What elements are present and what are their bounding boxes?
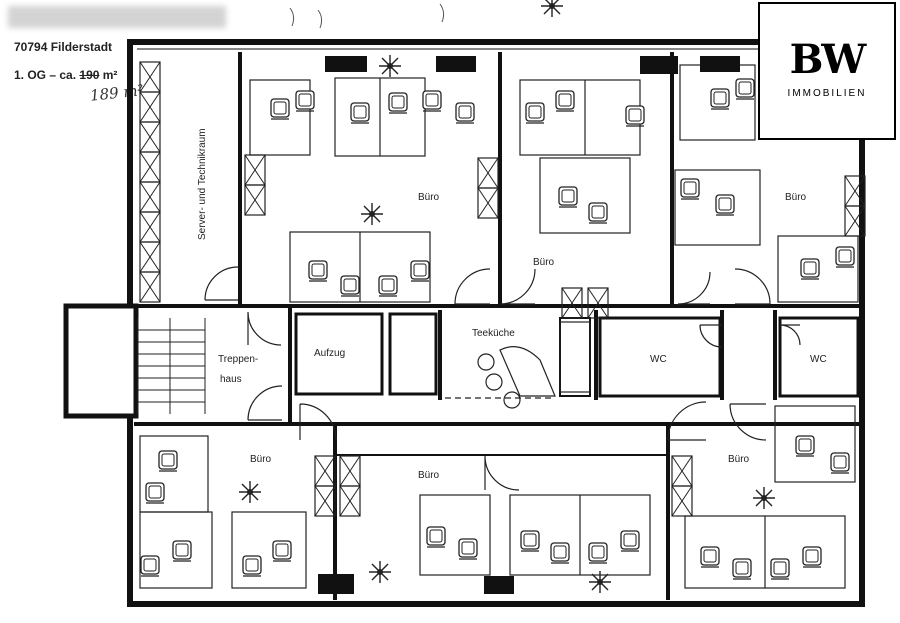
stairs bbox=[137, 318, 206, 414]
office-label-3: Büro bbox=[785, 192, 807, 203]
office-label-1: Büro bbox=[418, 192, 440, 203]
elevator-label: Aufzug bbox=[314, 348, 345, 359]
floor-prefix: 1. OG – ca. bbox=[14, 68, 77, 82]
floor-area-label: 1. OG – ca. 190 m² bbox=[14, 68, 117, 82]
inner-walls bbox=[134, 52, 860, 600]
plants bbox=[238, 0, 776, 594]
sketch-marks bbox=[289, 3, 445, 29]
server-room-label: Server- und Technikraum bbox=[197, 128, 208, 240]
kitchen-label: Teeküche bbox=[472, 328, 515, 339]
office-label-4: Büro bbox=[250, 454, 272, 465]
area-unit: m² bbox=[102, 68, 118, 82]
door-swings bbox=[204, 266, 801, 491]
cabinets bbox=[139, 61, 866, 517]
stairwell-label-1: Treppen- bbox=[218, 354, 258, 365]
logo-subtitle: IMMOBILIEN bbox=[787, 88, 867, 99]
office-label-2: Büro bbox=[533, 257, 555, 268]
room-labels: Server- und Technikraum Büro Büro Büro B… bbox=[197, 128, 827, 481]
office-label-5: Büro bbox=[418, 470, 440, 481]
wc-label-1: WC bbox=[650, 354, 667, 365]
office-label-6: Büro bbox=[728, 454, 750, 465]
address-label: 70794 Filderstadt bbox=[14, 40, 113, 54]
stairwell-label-2: haus bbox=[220, 374, 242, 385]
blurred-address-line bbox=[8, 6, 226, 28]
logo-initials: BW bbox=[789, 36, 867, 83]
desks bbox=[139, 64, 859, 589]
kitchen-fixtures bbox=[445, 321, 591, 409]
outer-walls bbox=[63, 39, 865, 607]
company-logo: BW IMMOBILIEN bbox=[758, 2, 896, 140]
facade-blocks bbox=[318, 56, 740, 594]
wc-label-2: WC bbox=[810, 354, 827, 365]
struck-area: 190 bbox=[79, 68, 100, 82]
